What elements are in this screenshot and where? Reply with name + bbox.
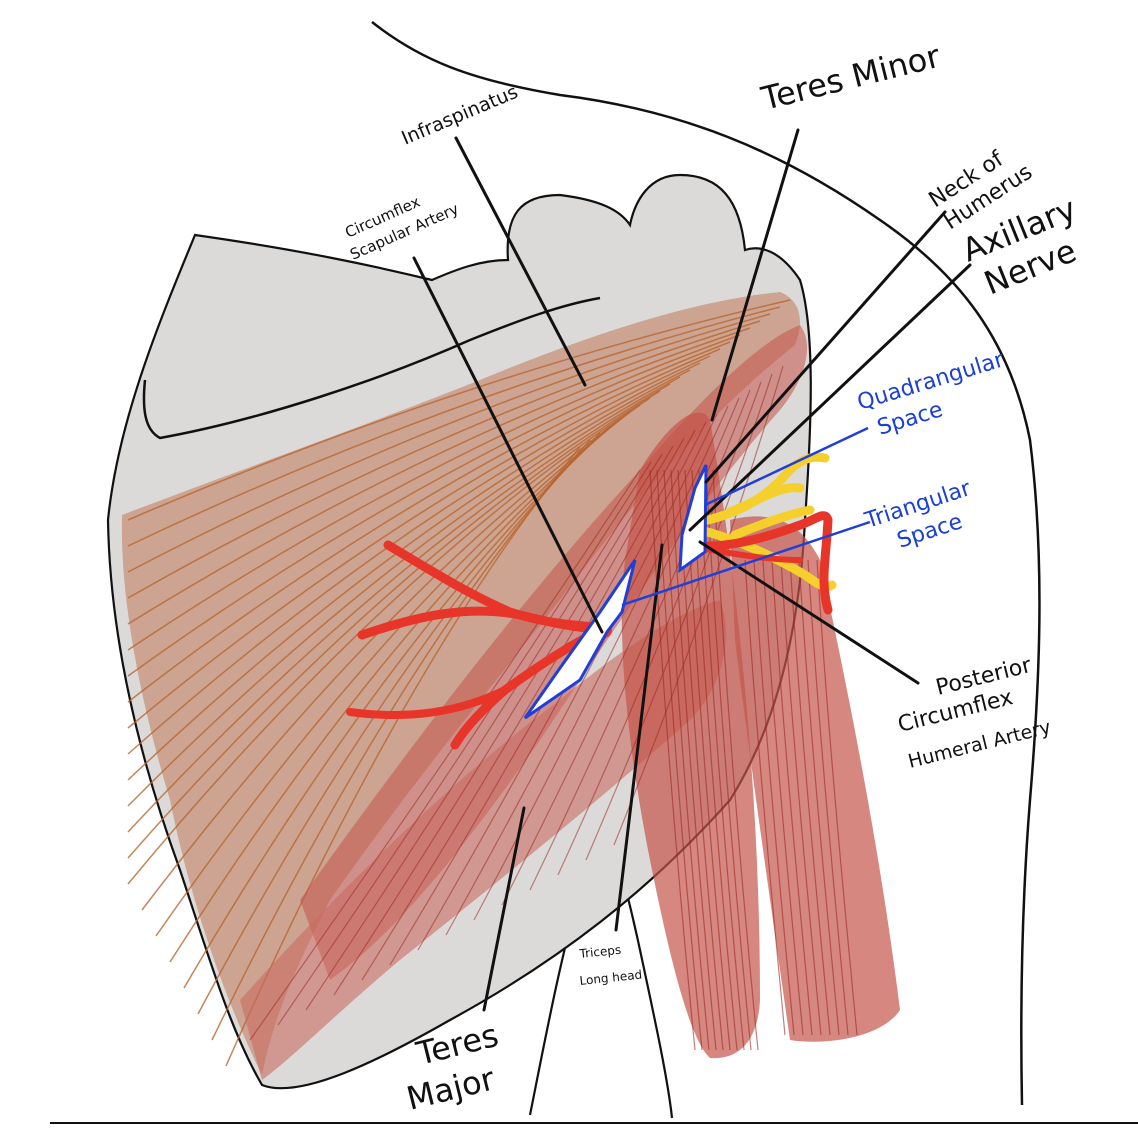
infraspinatus-fiber bbox=[127, 355, 711, 729]
triangular-space-outline bbox=[523, 559, 637, 720]
infraspinatus-fiber bbox=[127, 397, 651, 885]
infraspinatus-fiber bbox=[127, 369, 691, 781]
teres-fiber bbox=[529, 389, 751, 891]
teres-fiber bbox=[361, 437, 685, 981]
axillary-nerve bbox=[695, 452, 837, 592]
teres-fiber bbox=[585, 373, 773, 861]
teres-fiber bbox=[501, 397, 740, 906]
infraspinatus-fiber bbox=[127, 306, 781, 547]
infraspinatus-fiber bbox=[225, 446, 581, 1067]
teres-fiber bbox=[277, 461, 652, 1026]
lateral-muscle-fiber bbox=[762, 559, 804, 1036]
label-triceps-line1: Triceps bbox=[578, 943, 622, 961]
label-infraspinatus: Infraspinatus bbox=[398, 81, 521, 150]
leader-lines bbox=[412, 128, 972, 1012]
teres-fiber bbox=[305, 453, 663, 1011]
teres-major-muscle bbox=[240, 600, 726, 1080]
infraspinatus-fiber bbox=[127, 362, 701, 755]
infraspinatus-fiber bbox=[127, 327, 751, 625]
triceps-fiber bbox=[649, 469, 696, 1051]
quadrangular-space-outline bbox=[678, 464, 708, 574]
triceps-fiber bbox=[670, 469, 717, 1051]
infraspinatus-fiber bbox=[127, 341, 731, 677]
lateral-muscle-fiber bbox=[744, 559, 786, 1036]
lateral-muscle-fiber bbox=[807, 559, 849, 1036]
circumflex-scapular-artery bbox=[346, 540, 612, 750]
label-teres-minor: Teres Minor bbox=[757, 37, 945, 118]
infraspinatus-fiber bbox=[127, 320, 761, 599]
blue-leader-lines bbox=[621, 426, 871, 607]
teres-fiber bbox=[613, 365, 784, 846]
label-triceps-line2: Long head bbox=[579, 967, 643, 987]
infraspinatus-fiber bbox=[141, 404, 641, 911]
teres-fiber bbox=[473, 405, 729, 921]
infraspinatus-fiber bbox=[127, 390, 661, 859]
infraspinatus-fiber bbox=[127, 313, 771, 573]
acromion-curve bbox=[142, 296, 601, 440]
infraspinatus-fiber bbox=[127, 299, 791, 521]
lateral-muscle-fiber bbox=[816, 559, 858, 1036]
infraspinatus-fiber bbox=[155, 411, 631, 937]
teres-fiber bbox=[445, 413, 718, 936]
label-teres-major-line2: Major bbox=[403, 1059, 499, 1118]
lateral-muscle-fiber bbox=[780, 559, 822, 1036]
infraspinatus-fiber bbox=[127, 334, 741, 651]
lateral-muscle-fiber bbox=[789, 559, 831, 1036]
lateral-muscle-fiber bbox=[753, 559, 795, 1036]
lateral-muscle-fiber bbox=[771, 559, 813, 1036]
body-outline bbox=[371, 21, 1041, 1106]
infraspinatus-fiber bbox=[127, 348, 721, 703]
lateral-muscle-fiber bbox=[798, 559, 840, 1036]
infraspinatus-fiber bbox=[127, 383, 671, 833]
teres-fiber bbox=[333, 445, 674, 996]
triceps-fiber bbox=[663, 469, 710, 1051]
